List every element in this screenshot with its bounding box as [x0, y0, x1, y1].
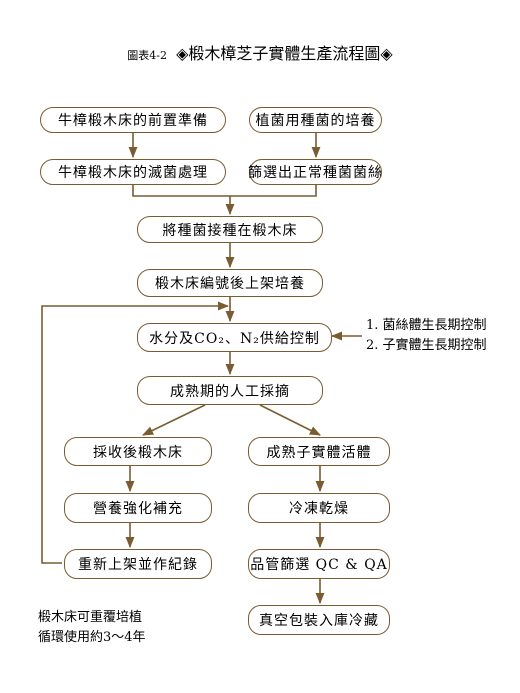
- box-label: 椴木床編號後上架培養: [137, 269, 323, 297]
- box-control: 水分及CO₂、N₂供給控制: [137, 323, 332, 352]
- box-after-harvest: 採收後椴木床: [64, 437, 212, 466]
- control-note: 1. 菌絲體生長期控制 2. 子實體生長期控制: [366, 316, 487, 356]
- box-sterilize: 牛樟椴木床的滅菌處理: [40, 159, 226, 185]
- reuse-note-line-2: 循環使用約3～4年: [38, 630, 146, 645]
- box-fruit: 成熟子實體活體: [248, 437, 390, 466]
- control-note-line-1: 1. 菌絲體生長期控制: [366, 318, 487, 333]
- arrow-harvest-to-fruit: [259, 404, 322, 436]
- reuse-note-line-1: 椴木床可重覆培植: [38, 610, 143, 625]
- diagram-title: 圖表4-2 ◈椴木樟芝子實體生產流程圖◈: [0, 40, 520, 64]
- box-reshelve: 重新上架並作紀錄: [64, 549, 212, 579]
- box-harvest-stage: 成熟期的人工採摘: [137, 376, 323, 405]
- box-inoculate: 將種菌接種在椴木床: [137, 216, 323, 243]
- box-vacuum: 真空包裝入庫冷藏: [248, 605, 390, 635]
- box-nutrient: 營養強化補充: [64, 493, 212, 523]
- arrow-harvest-to-after: [141, 404, 206, 436]
- box-select: 篩選出正常種菌菌絲: [248, 159, 382, 185]
- arrow-sterilize-to-inoculate: [132, 185, 235, 216]
- box-culture: 植菌用種菌的培養: [249, 107, 382, 133]
- title-text: ◈椴木樟芝子實體生產流程圖◈: [176, 44, 393, 63]
- box-freeze-dry: 冷凍乾燥: [248, 493, 390, 523]
- box-prep: 牛樟椴木床的前置準備: [40, 107, 226, 133]
- figure-number: 圖表4-2: [127, 49, 167, 62]
- reuse-note: 椴木床可重覆培植 循環使用約3～4年: [38, 608, 146, 648]
- arrow-select-to-inoculate: [230, 185, 317, 197]
- box-qc: 品管篩選 QC & QA: [248, 549, 390, 579]
- arrow-loop-back: [41, 301, 230, 564]
- control-note-line-2: 2. 子實體生長期控制: [366, 338, 487, 353]
